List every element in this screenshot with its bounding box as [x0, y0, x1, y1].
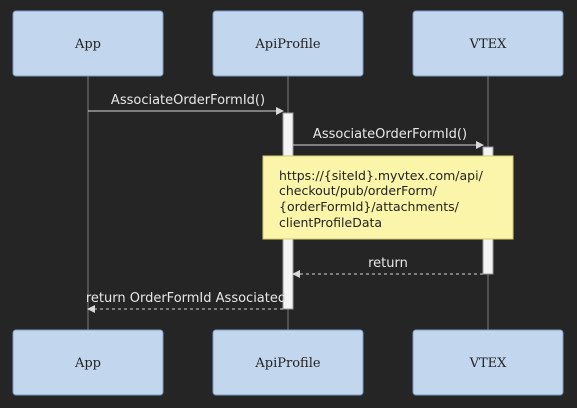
- actor-app-bottom: App: [12, 329, 164, 396]
- actor-app-bottom-label: App: [74, 356, 101, 371]
- message-2-label: AssociateOrderFormId(): [313, 127, 467, 142]
- note-line-3: {orderFormId}/attachments/: [279, 199, 460, 214]
- actor-vtex-top: VTEX: [412, 10, 564, 77]
- actor-apiprofile-bottom: ApiProfile: [212, 329, 364, 396]
- actor-apiprofile-top-label: ApiProfile: [254, 37, 320, 52]
- actor-vtex-bottom: VTEX: [412, 329, 564, 396]
- note-line-2: checkout/pub/orderForm/: [279, 183, 438, 198]
- message-1-label: AssociateOrderFormId(): [111, 93, 265, 108]
- actor-vtex-top-label: VTEX: [469, 37, 508, 52]
- note-endpoint-url: https://{siteId}.myvtex.com/api/ checkou…: [262, 155, 514, 240]
- note-line-4: clientProfileData: [279, 215, 382, 230]
- actor-apiprofile-bottom-label: ApiProfile: [254, 356, 320, 371]
- actor-app-top: App: [12, 10, 164, 77]
- actor-vtex-bottom-label: VTEX: [469, 356, 508, 371]
- message-3-label: return: [368, 256, 408, 271]
- message-4-label: return OrderFormId Associated: [86, 291, 286, 306]
- actor-app-top-label: App: [74, 37, 101, 52]
- actor-apiprofile-top: ApiProfile: [212, 10, 364, 77]
- note-line-1: https://{siteId}.myvtex.com/api/: [279, 168, 484, 183]
